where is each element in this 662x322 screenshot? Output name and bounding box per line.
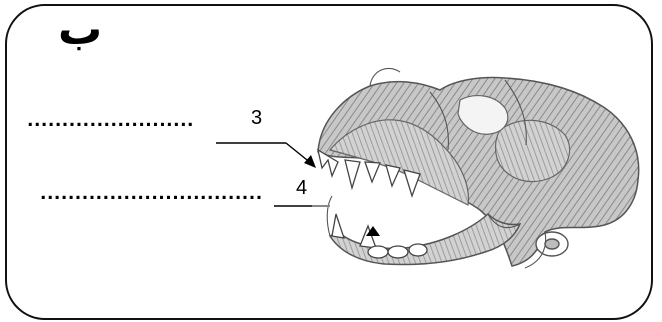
upper-teeth xyxy=(317,148,421,199)
label-number-3: 3 xyxy=(251,107,263,129)
annotation-leaders xyxy=(216,142,313,207)
lower-teeth xyxy=(331,213,428,259)
skull-joint xyxy=(535,231,569,257)
annotation-arrowheads xyxy=(304,155,380,236)
label-number-4: 4 xyxy=(296,177,308,199)
answer-blank-3[interactable]: ........................ xyxy=(27,111,194,131)
section-letter: ب xyxy=(58,4,103,55)
skull-sketch-lines xyxy=(326,68,547,269)
skull-eye-socket xyxy=(457,94,509,135)
answer-blank-4[interactable]: ................................ xyxy=(40,184,263,204)
skull-mandible xyxy=(328,212,522,266)
skull-cheek xyxy=(328,119,571,206)
